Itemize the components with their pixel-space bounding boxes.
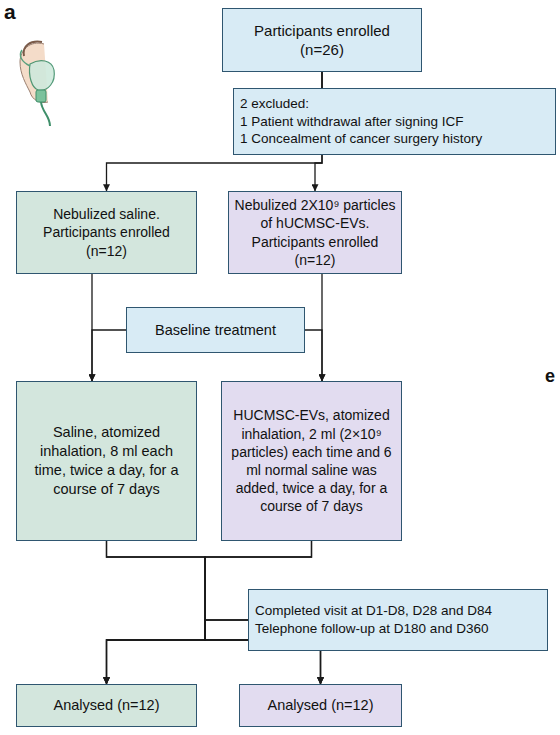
nebulizer-cup xyxy=(36,90,46,102)
group-box: Nebulized 2X10⁹ particles of hUCMSC-EVs.… xyxy=(228,191,402,274)
box-text: Baseline treatment xyxy=(131,321,300,340)
box-text: Nebulized 2X10⁹ particles of hUCMSC-EVs.… xyxy=(231,196,399,269)
enrollment-box: Participants enrolled (n=26) xyxy=(222,8,422,72)
treatment-box: Baseline treatment xyxy=(126,307,305,353)
nebulizer-illustration xyxy=(20,42,54,126)
patient-head xyxy=(20,43,48,102)
analysis-box: Analysed (n=12) xyxy=(239,684,402,727)
box-text: 1 Patient withdrawal after signing ICF xyxy=(240,113,549,131)
box-text: 1 Concealment of cancer surgery history xyxy=(240,130,549,148)
box-text: Completed visit at D1-D8, D28 and D84 xyxy=(255,602,541,620)
box-text: Analysed (n=12) xyxy=(244,696,397,715)
intervention-box: Saline, atomized inhalation, 8 ml each t… xyxy=(16,381,197,541)
flow-arrow xyxy=(321,274,322,381)
patient-hair xyxy=(24,42,42,56)
flow-arrow xyxy=(91,274,92,381)
nebulizer-mask xyxy=(29,61,54,91)
box-text: HUCMSC-EVs, atomized inhalation, 2 ml (2… xyxy=(225,406,398,515)
analysis-box: Analysed (n=12) xyxy=(16,684,197,727)
box-text: Analysed (n=12) xyxy=(21,696,192,715)
box-text: Nebulized saline. Participants enrolled … xyxy=(21,205,192,260)
nebulizer-tube xyxy=(41,102,50,126)
panel-letter: a xyxy=(4,0,16,24)
intervention-box: HUCMSC-EVs, atomized inhalation, 2 ml (2… xyxy=(221,381,402,541)
follow-up-box: Completed visit at D1-D8, D28 and D84Tel… xyxy=(248,589,548,651)
flow-arrow xyxy=(305,330,322,381)
flow-arrow xyxy=(107,541,206,684)
box-text: Telephone follow-up at D180 and D360 xyxy=(255,620,541,638)
panel-letter: e xyxy=(545,366,555,387)
flow-arrow xyxy=(107,620,249,684)
exclusion-box: 2 excluded:1 Patient withdrawal after si… xyxy=(233,88,556,155)
box-text: 2 excluded: xyxy=(240,95,549,113)
flow-arrow xyxy=(92,330,126,381)
mask-strap xyxy=(20,50,30,66)
group-box: Nebulized saline. Participants enrolled … xyxy=(16,191,197,274)
box-text: Saline, atomized inhalation, 8 ml each t… xyxy=(23,423,190,498)
box-text: Participants enrolled (n=26) xyxy=(241,21,403,60)
